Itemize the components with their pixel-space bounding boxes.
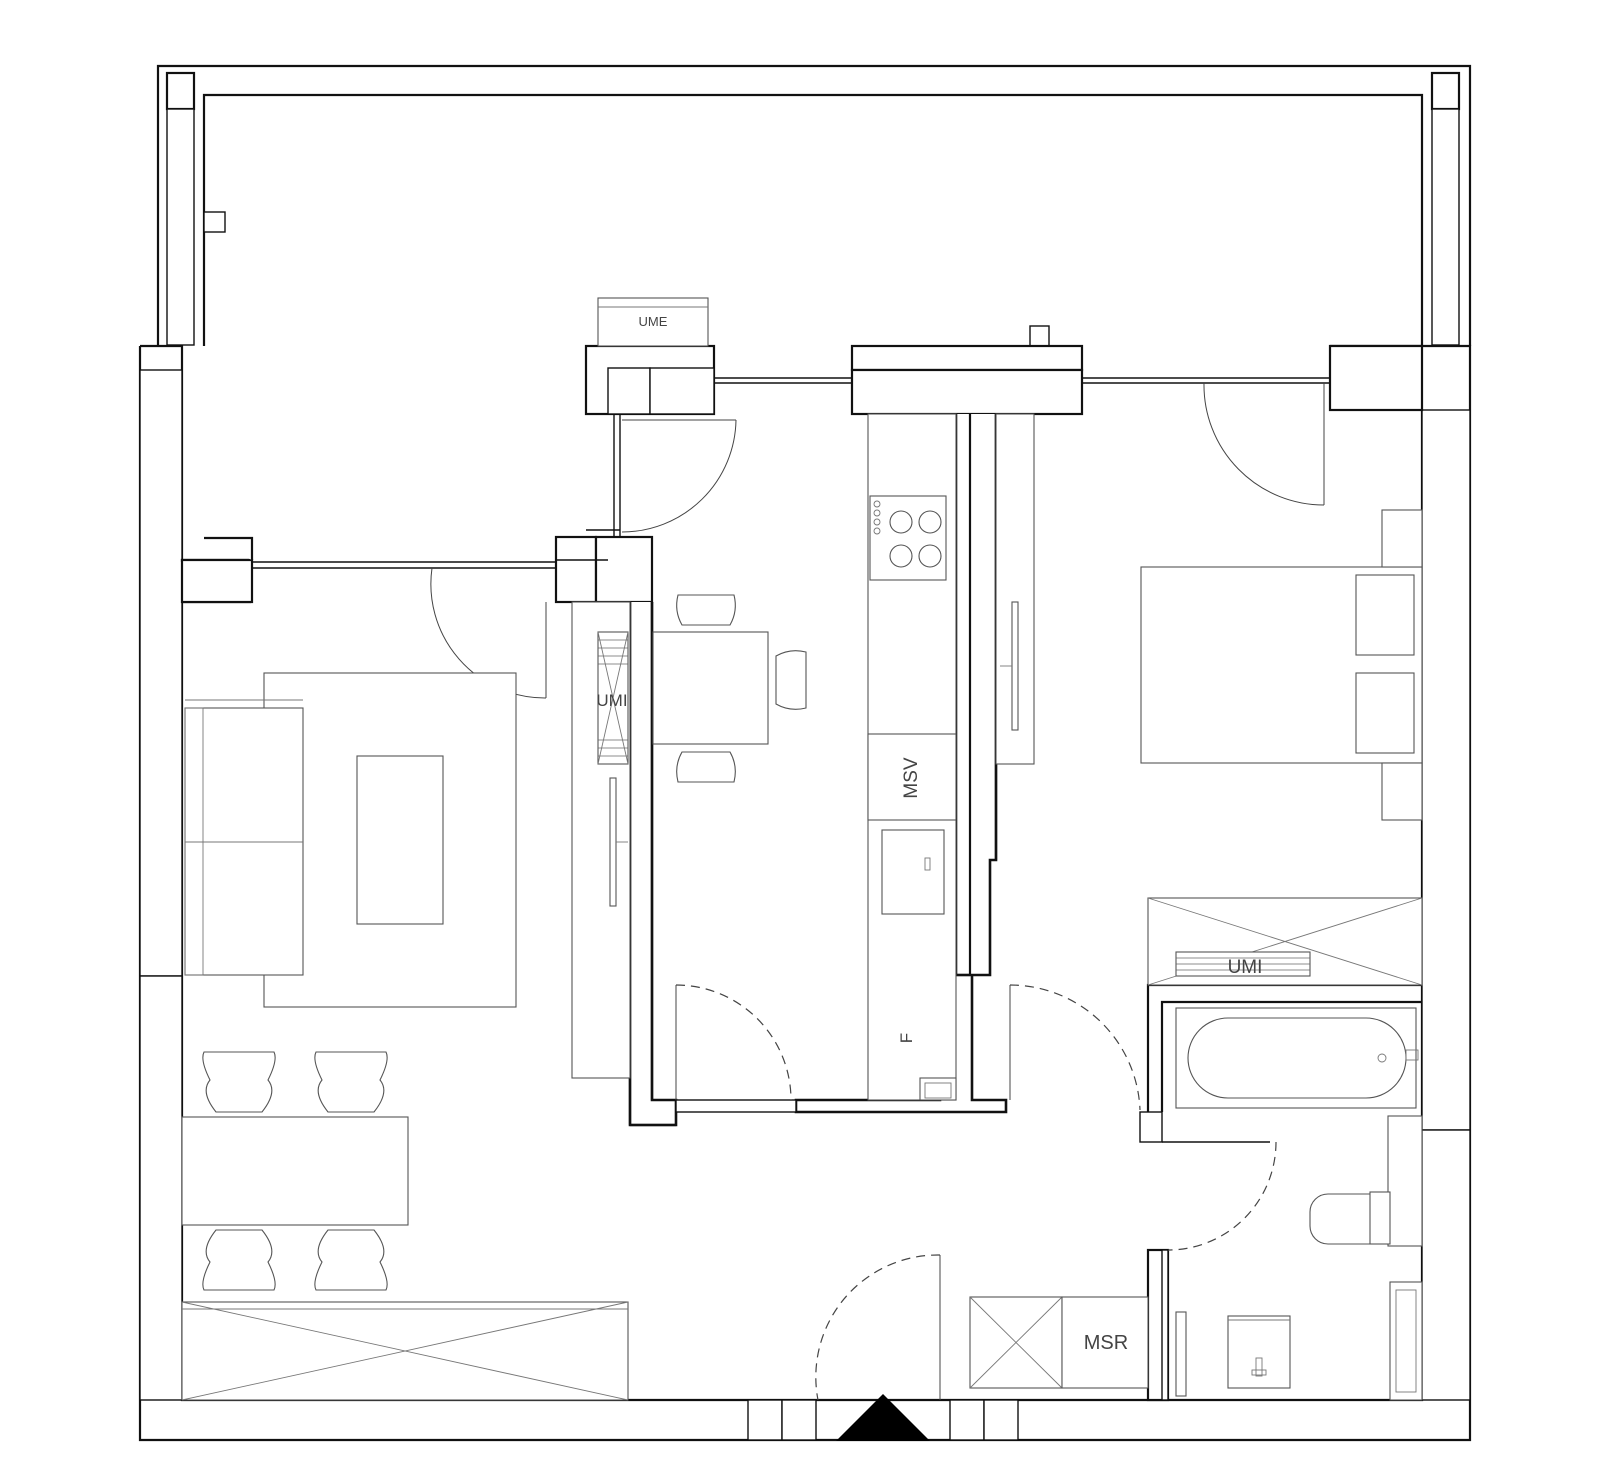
ume-label: UME bbox=[639, 314, 668, 329]
furniture: UME UMI bbox=[181, 297, 1423, 1401]
entrance-arrow-icon bbox=[836, 1394, 930, 1441]
msr-label: MSR bbox=[1084, 1332, 1128, 1354]
nightstand-bottom bbox=[1381, 762, 1423, 821]
ume-cabinet bbox=[597, 297, 709, 347]
msv-label: MSV bbox=[901, 757, 922, 799]
pillow-bottom bbox=[1355, 672, 1415, 754]
terrace-small-box-2 bbox=[1029, 325, 1050, 349]
fridge-label: F bbox=[897, 1033, 916, 1043]
dining-table bbox=[181, 1116, 409, 1226]
kitchen-chairs bbox=[676, 594, 807, 783]
umi-living-label: UMI bbox=[596, 691, 627, 710]
tv-bedroom bbox=[1011, 601, 1019, 731]
washbasin bbox=[1227, 1315, 1291, 1389]
dining-chairs bbox=[202, 1051, 388, 1291]
coffee-table bbox=[356, 755, 444, 925]
kitchen-sink bbox=[881, 829, 945, 915]
msr-unit bbox=[1061, 1296, 1149, 1389]
terrace-column-left bbox=[165, 71, 196, 111]
terrace-column-right bbox=[1430, 71, 1461, 111]
umi-bedroom-label: UMI bbox=[1228, 957, 1263, 978]
tv-living bbox=[609, 777, 617, 907]
nightstand-top bbox=[1381, 509, 1423, 568]
sofa bbox=[184, 707, 304, 976]
toilet-cistern bbox=[1387, 1115, 1423, 1247]
msv-unit bbox=[867, 733, 957, 821]
kitchen-table bbox=[652, 631, 769, 745]
cooktop bbox=[869, 495, 947, 581]
pillow-top bbox=[1355, 574, 1415, 656]
terrace-small-box bbox=[203, 211, 226, 233]
doors bbox=[430, 382, 1325, 1401]
